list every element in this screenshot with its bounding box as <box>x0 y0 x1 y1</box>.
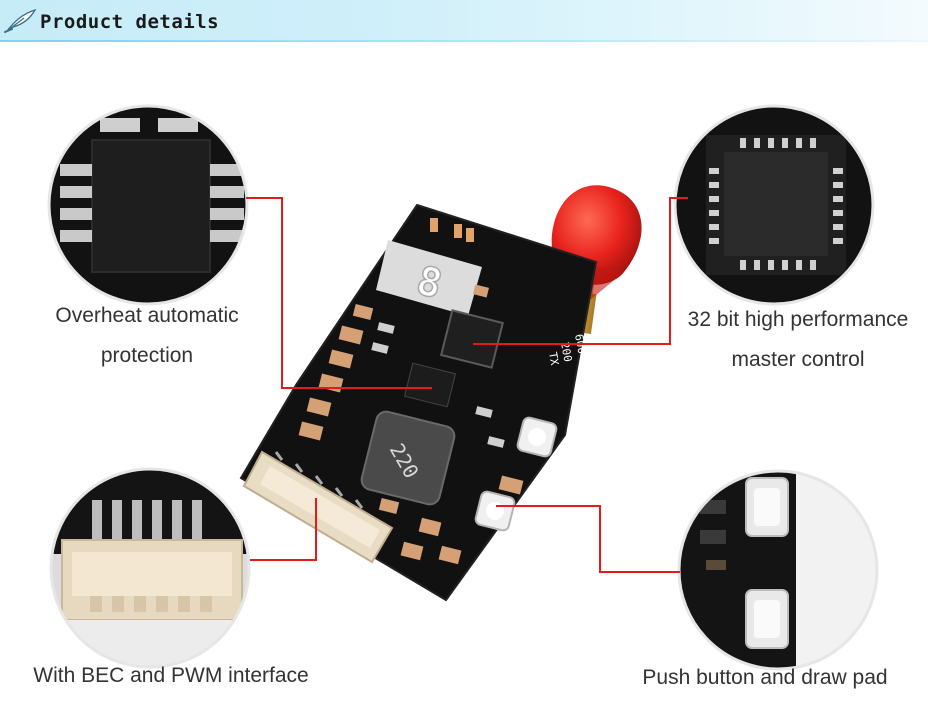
board-connector <box>242 450 394 564</box>
seven-segment-display: 8 <box>376 218 482 316</box>
caption-mcu-line1: 32 bit high performance <box>687 308 909 331</box>
caption-mcu-line2: master control <box>731 348 865 371</box>
leader-line-bec <box>250 498 317 561</box>
caption-overheat: Overheat automatic protection <box>30 296 264 376</box>
capacitors <box>298 284 524 565</box>
caption-button: Push button and draw pad <box>620 658 910 698</box>
caption-bec: With BEC and PWM interface <box>16 656 326 696</box>
zoom-circle-mcu <box>673 104 875 306</box>
page-title: Product details <box>40 11 220 33</box>
board-push-buttons <box>474 416 558 532</box>
pcb-board: 8 <box>239 185 642 602</box>
caption-bec-line1: With BEC and PWM interface <box>33 664 309 687</box>
silk-line-2: 200 <box>558 341 574 363</box>
header-divider <box>0 40 928 42</box>
silk-line-3: TX <box>546 351 561 367</box>
caption-overheat-line2: protection <box>100 344 194 367</box>
zoom-circle-buttons <box>677 469 879 671</box>
mcu-chip <box>439 309 505 369</box>
caption-button-line1: Push button and draw pad <box>642 666 888 689</box>
header-banner: Product details <box>0 0 928 42</box>
leader-line-button <box>496 505 680 573</box>
caption-mcu: 32 bit high performance master control <box>668 300 928 380</box>
overheat-ic <box>403 362 457 408</box>
leader-line-mcu <box>473 197 688 345</box>
leader-line-overheat <box>246 197 432 389</box>
caption-overheat-line1: Overheat automatic <box>55 304 239 327</box>
leader-lines <box>246 197 688 573</box>
zoom-circle-overheat <box>47 104 249 306</box>
feather-pen-icon <box>4 8 37 33</box>
zoom-circle-connector <box>49 467 251 669</box>
inductor: 220 <box>360 410 456 506</box>
